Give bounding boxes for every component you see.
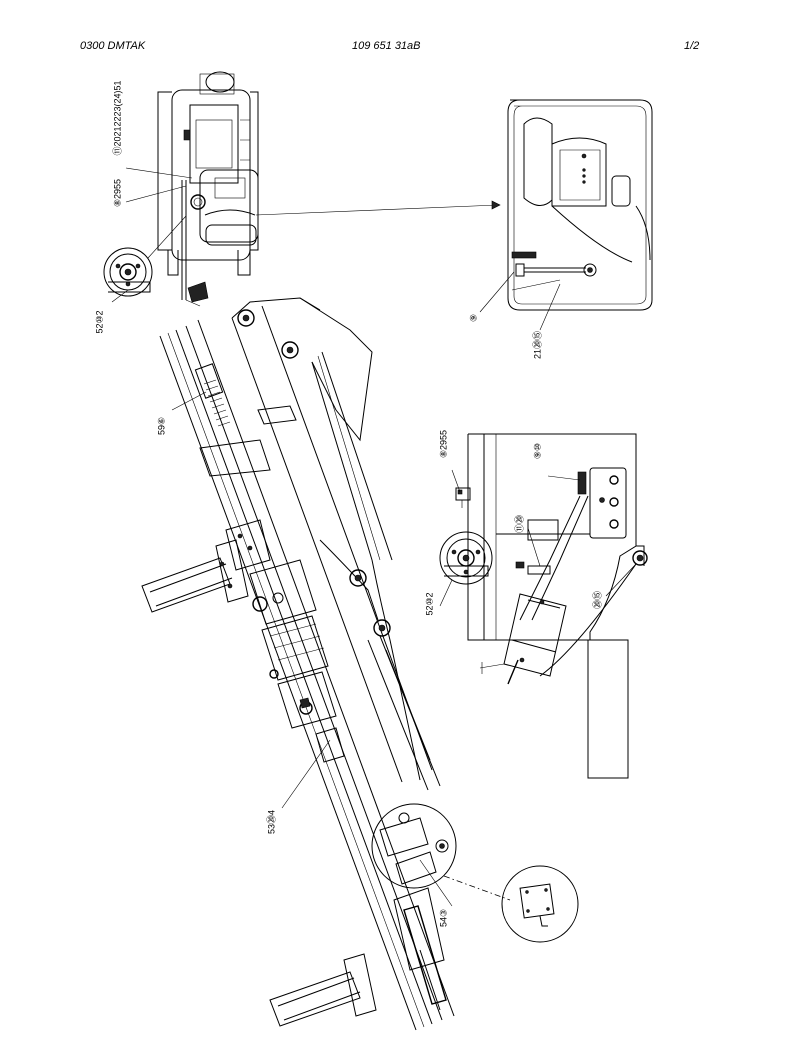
- part-callout-text: 52⑩2: [424, 592, 434, 615]
- part-callout: 54③: [438, 909, 448, 927]
- detail-callout-box: [501, 865, 579, 943]
- part-callout-text: ⑪20212223(24)51: [112, 80, 122, 155]
- part-callout-text: ⑧2955: [112, 179, 122, 207]
- header-drawing-number: 109 651 31aB: [352, 40, 421, 52]
- part-callout: ⑳⑮: [592, 591, 602, 609]
- valve-block: [225, 519, 337, 729]
- part-callout: ⑨⑩: [532, 443, 542, 459]
- part-callout-text: 21⑳⑮: [532, 331, 542, 359]
- detail-leader-dashed: [443, 875, 511, 901]
- part-callout: ⑪⑳: [514, 515, 524, 533]
- part-callout-text: ⑪⑳: [514, 515, 524, 533]
- boom-assembly: [141, 297, 455, 1031]
- part-callout: 52⑩2: [94, 310, 104, 333]
- part-callout-text: ⑧2955: [438, 430, 448, 458]
- part-callout: ⑧2955: [112, 179, 122, 207]
- pump-detail-mid: [439, 531, 493, 585]
- part-callout: 21⑳⑮: [532, 331, 542, 359]
- part-callout: 59⑥: [156, 417, 166, 435]
- cabin-top-view: [157, 71, 259, 307]
- part-callout-text: 53⑳4: [266, 810, 276, 834]
- part-callout-text: ⑨⑩: [532, 443, 542, 459]
- callout-layer: ⑪20212223(24)51 ⑧2955 52⑩2 ⑨ 21⑳⑮ 59⑥ ⑧2955 ⑨⑩ ⑪…: [94, 80, 602, 927]
- part-callout: 53⑳4: [266, 810, 276, 834]
- part-callout-text: 52⑩2: [94, 310, 104, 333]
- pump-detail-top: [103, 247, 153, 297]
- part-callout-text: 54③: [438, 909, 448, 927]
- header-left-code: 0300 DMTAK: [80, 40, 146, 52]
- detail-circle-lower: [371, 803, 457, 889]
- side-mount-lower: [269, 953, 377, 1027]
- part-callout: 52⑩2: [424, 592, 434, 615]
- part-callout-text: 59⑥: [156, 417, 166, 435]
- part-callout: ⑧2955: [438, 430, 448, 458]
- console-detail: [507, 99, 653, 311]
- hydraulic-panel: [455, 433, 648, 779]
- part-callout: ⑪20212223(24)51: [112, 80, 122, 155]
- part-callout: ⑨: [468, 314, 478, 322]
- part-callout-text: ⑳⑮: [592, 591, 602, 609]
- header-page-number: 1/2: [684, 40, 700, 52]
- side-mount-upper: [141, 539, 249, 613]
- part-callout-text: ⑨: [468, 314, 478, 322]
